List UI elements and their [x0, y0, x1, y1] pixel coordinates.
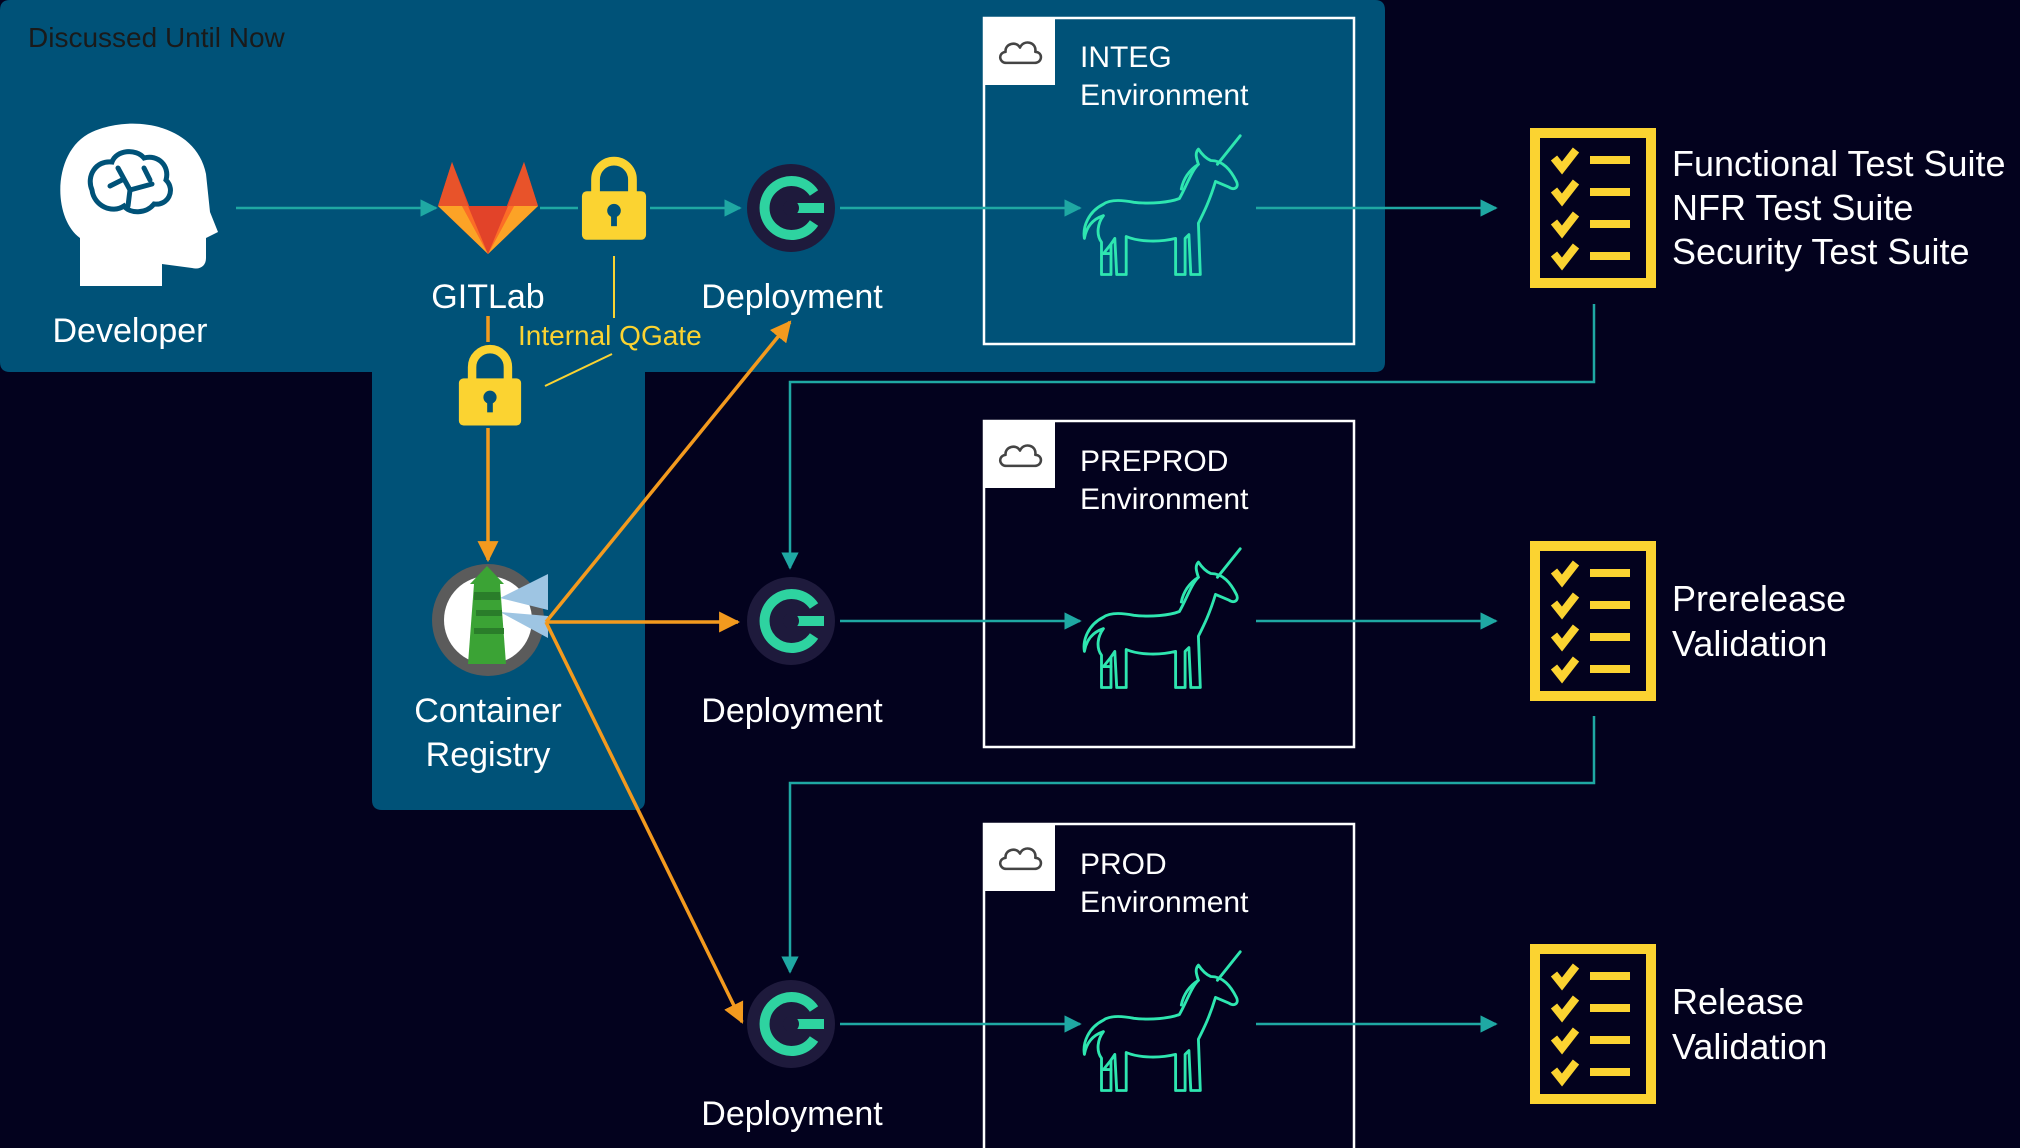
environment-name: PREPROD — [1080, 445, 1228, 478]
test-suite-line: Security Test Suite — [1672, 231, 1969, 272]
arrow-registry-to-deployment-3 — [544, 621, 744, 1024]
test-suite-2: Prerelease Validation — [1672, 578, 1846, 664]
environment-subtitle: Environment — [1080, 483, 1249, 516]
deployment-1-icon — [747, 164, 835, 252]
checklist-icon — [1535, 546, 1651, 696]
checklist-icon — [1535, 133, 1651, 283]
environment-subtitle: Environment — [1080, 79, 1249, 112]
test-suite-line: Release — [1672, 981, 1804, 1022]
deployment-2-icon — [747, 577, 835, 665]
test-suite-1: Functional Test Suite NFR Test Suite Sec… — [1672, 143, 2006, 272]
arrow-tests-to-deployment-2 — [781, 304, 1596, 570]
environment-name: PROD — [1080, 848, 1167, 881]
lighthouse-icon — [432, 564, 548, 676]
test-suite-line: Functional Test Suite — [1672, 143, 2006, 184]
developer-label: Developer — [53, 312, 208, 350]
panel-title: Discussed Until Now — [28, 22, 286, 53]
registry-label-line2: Registry — [426, 736, 551, 774]
qgate-pointer — [544, 353, 613, 387]
deployment-2-label: Deployment — [701, 692, 883, 730]
gitlab-fox-icon — [438, 162, 538, 254]
arrow-validation-to-deployment-3 — [781, 716, 1596, 974]
deployment-3-icon — [747, 980, 835, 1068]
qgate-label: Internal QGate — [518, 320, 702, 351]
environment-integ: INTEG Environment — [982, 16, 1356, 346]
deployment-3-label: Deployment — [701, 1095, 883, 1133]
unicorn-icon — [1082, 950, 1242, 1092]
environment-prod: PROD Environment — [982, 822, 1356, 1148]
test-suite-3: Release Validation — [1672, 981, 1827, 1067]
environment-subtitle: Environment — [1080, 886, 1249, 919]
teal-flow-arrows — [236, 199, 1596, 1033]
environment-name: INTEG — [1080, 41, 1172, 74]
test-suite-line: Validation — [1672, 1026, 1827, 1067]
test-suite-line: NFR Test Suite — [1672, 187, 1913, 228]
arrow-registry-to-deployment-1 — [544, 320, 792, 624]
registry-label-line1: Container — [414, 692, 561, 730]
environment-preprod: PREPROD Environment — [982, 419, 1356, 749]
test-suite-line: Prerelease — [1672, 578, 1846, 619]
orange-flow-arrows — [477, 316, 792, 1024]
brain-head-icon — [60, 123, 218, 286]
discussed-panel — [0, 0, 1385, 810]
gitlab-label: GITLab — [431, 278, 544, 316]
checklist-icon — [1535, 949, 1651, 1099]
unicorn-icon — [1082, 547, 1242, 689]
deployment-1-label: Deployment — [701, 278, 883, 316]
test-suite-line: Validation — [1672, 623, 1827, 664]
